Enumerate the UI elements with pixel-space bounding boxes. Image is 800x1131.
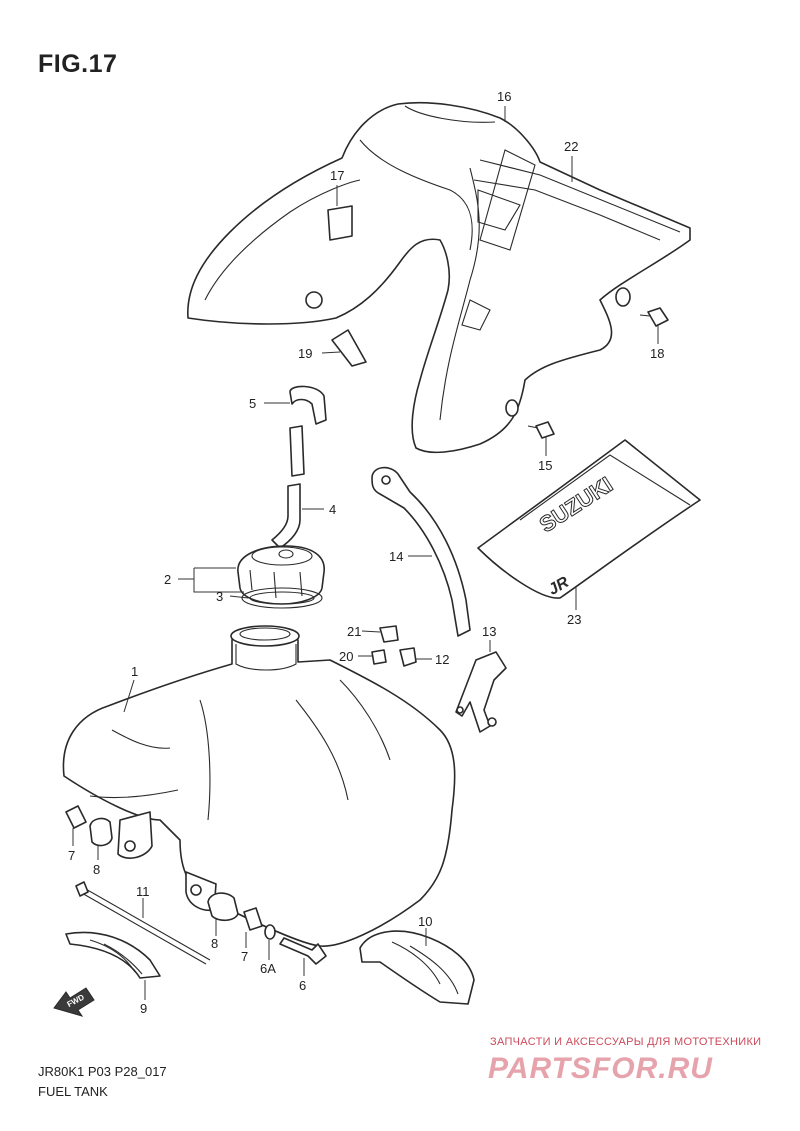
callout-5: 5 [249,396,256,411]
leader-lines [72,106,659,1000]
callout-23: 23 [567,612,581,627]
callout-10: 10 [418,914,432,929]
part-5-clamp [289,385,327,425]
group-name: FUEL TANK [38,1084,108,1099]
part-21-bolt [379,625,399,643]
callout-1: 1 [131,664,138,679]
callout-13: 13 [482,624,496,639]
part-7-collar-upper [65,805,87,829]
callout-16: 16 [497,89,511,104]
part-6-bolt [279,937,327,965]
part-6a-washer [264,924,276,940]
callout-7-upper: 7 [68,848,75,863]
callout-8-upper: 8 [93,862,100,877]
part-16-shroud [187,101,691,454]
part-9-pad [65,931,161,979]
part-15-screw [527,421,555,439]
part-4-hose [271,425,305,549]
callout-21: 21 [347,624,361,639]
callout-20: 20 [339,649,353,664]
part-11-strap [75,881,211,965]
part-12-bolt [399,647,417,667]
callout-2: 2 [164,572,171,587]
part-20-nut [371,649,387,665]
callout-6: 6 [299,978,306,993]
part-14-bracket [371,466,471,637]
part-10-cushion [359,930,475,1005]
watermark-tagline: ЗАПЧАСТИ И АКСЕССУАРЫ ДЛЯ МОТОТЕХНИКИ [490,1036,762,1048]
callout-3: 3 [216,589,223,604]
callout-17: 17 [330,168,344,183]
callout-6a: 6A [260,961,276,976]
callout-14: 14 [389,549,403,564]
callout-22: 22 [564,139,578,154]
part-8-cushion-lower [207,892,239,922]
watermark-brand[interactable]: PARTSFOR.RU [488,1052,713,1085]
callout-18: 18 [650,346,664,361]
part-1-fuel-tank [62,625,456,947]
callout-7-lower: 7 [241,949,248,964]
part-13-bracket [455,651,507,733]
callout-9: 9 [140,1001,147,1016]
callout-numbers: 16 22 17 19 18 15 5 4 2 3 1 14 23 13 21 … [68,89,664,1016]
part-3-cap-gasket [241,587,323,609]
part-18-screw [639,307,669,327]
callout-11: 11 [136,884,150,899]
part-17-label [327,205,353,241]
model-code: JR80K1 P03 P28_017 [38,1064,167,1079]
callout-12: 12 [435,652,449,667]
fwd-arrow: FWD [53,987,95,1017]
callout-4: 4 [329,502,336,517]
part-8-cushion-upper [89,817,113,847]
callout-15: 15 [538,458,552,473]
part-23-side-decal: SUZUKI JR [477,439,701,599]
part-19-plate [331,329,367,367]
callout-19: 19 [298,346,312,361]
figure-title: FIG.17 [38,50,118,78]
part-22-shroud-decal [479,149,536,251]
part-7-collar-lower [243,907,263,931]
callout-8-lower: 8 [211,936,218,951]
